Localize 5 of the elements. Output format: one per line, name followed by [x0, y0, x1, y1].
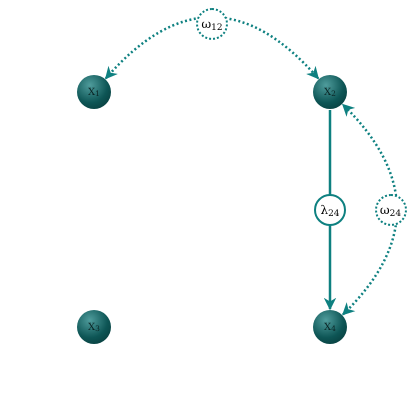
- edge-label: ω$_{24}$: [374, 194, 406, 226]
- arrow: [342, 104, 398, 316]
- arrow: [104, 16, 320, 80]
- edge-label: λ$_{24}$: [314, 194, 346, 226]
- edge-label: ω$_{12}$: [196, 8, 228, 40]
